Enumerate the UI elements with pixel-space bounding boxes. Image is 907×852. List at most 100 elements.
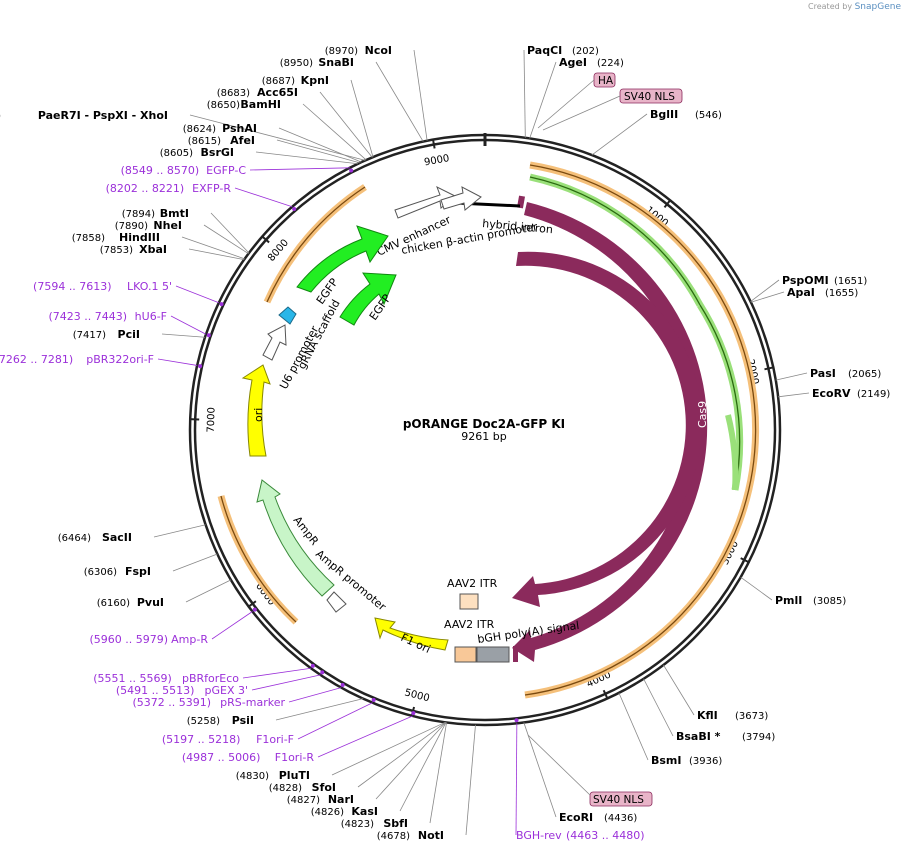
snapgene-credit: Created by SnapGene bbox=[808, 2, 901, 12]
enzyme-site: (7417) PciI bbox=[73, 328, 205, 341]
bgh-end-marker bbox=[513, 646, 518, 662]
tick-mark bbox=[740, 557, 751, 564]
svg-text:SnaBI: SnaBI bbox=[318, 56, 354, 69]
enzyme-site: (4823)SbfI bbox=[341, 722, 447, 830]
primer-site: (8549 .. 8570)EGFP-C bbox=[121, 164, 354, 177]
svg-text:(8549 .. 8570): (8549 .. 8570) bbox=[121, 164, 200, 177]
svg-text:(6306): (6306) bbox=[84, 567, 117, 578]
primer-site: (8202 .. 8221)EXFP-R bbox=[106, 182, 297, 212]
enzyme-site: PasI(2065) bbox=[775, 367, 881, 381]
svg-text:(7890): (7890) bbox=[115, 221, 148, 232]
svg-text:PmlI: PmlI bbox=[775, 594, 802, 607]
primer-site: BGH-rev(4463 .. 4480) bbox=[514, 718, 645, 842]
svg-text:(7594 .. 7613): (7594 .. 7613) bbox=[33, 280, 112, 293]
svg-text:(4987 .. 5006): (4987 .. 5006) bbox=[182, 751, 261, 764]
egfp-arrow-1 bbox=[296, 225, 389, 293]
primer-site: (7594 .. 7613)LKO.1 5' bbox=[33, 280, 224, 307]
svg-text:(7262 .. 7281): (7262 .. 7281) bbox=[0, 353, 73, 366]
svg-text:PsiI: PsiI bbox=[232, 714, 254, 727]
enzyme-site: PaqCI(202) bbox=[523, 44, 599, 138]
cas9-outer-label: Cas9 bbox=[696, 401, 709, 428]
enzyme-site: BsaBI *(3794) bbox=[643, 678, 775, 743]
ori-label: ori bbox=[252, 408, 265, 422]
ori-arrow bbox=[241, 364, 271, 457]
svg-text:(7858): (7858) bbox=[72, 233, 105, 244]
svg-text:(7417): (7417) bbox=[73, 330, 106, 341]
enzyme-site: AgeI(224) bbox=[529, 56, 624, 139]
enzyme-site: (7890) NheI bbox=[115, 219, 249, 255]
tick-label: 7000 bbox=[206, 407, 218, 433]
green-band-right-2-core bbox=[699, 304, 741, 491]
svg-text:(4678): (4678) bbox=[377, 831, 410, 842]
tick-mark bbox=[260, 235, 270, 244]
enzyme-site: (8683) Acc65I bbox=[217, 86, 373, 158]
enzyme-site: (8605) BsrGI bbox=[160, 146, 359, 165]
u6-promoter-arrow bbox=[262, 324, 287, 361]
svg-text:(1655): (1655) bbox=[825, 288, 858, 299]
orange-band-left-bottom-core bbox=[220, 495, 297, 623]
svg-text:(4823): (4823) bbox=[341, 819, 374, 830]
svg-text:(5960 .. 5979): (5960 .. 5979) bbox=[89, 633, 168, 646]
svg-text:F1ori-R: F1ori-R bbox=[275, 751, 315, 764]
tick-mark bbox=[247, 600, 257, 608]
svg-text:Acc65I: Acc65I bbox=[257, 86, 298, 99]
svg-text:KasI: KasI bbox=[351, 805, 378, 818]
svg-text:(4463 .. 4480): (4463 .. 4480) bbox=[566, 829, 645, 842]
svg-text:(8605): (8605) bbox=[160, 148, 193, 159]
enzyme-site: ApaI (1655) bbox=[750, 286, 858, 303]
svg-text:(8615): (8615) bbox=[188, 136, 221, 147]
enzyme-site: (5258)PsiI bbox=[187, 698, 364, 727]
svg-text:(6160): (6160) bbox=[97, 598, 130, 609]
ampr-arrow bbox=[256, 479, 335, 597]
aav2-itr-box-2 bbox=[454, 646, 477, 663]
f1-ori-label: F1 ori bbox=[399, 631, 433, 656]
enzyme-site: (4678) NotI bbox=[377, 724, 476, 842]
grna-label: gRNA scaffold bbox=[295, 298, 343, 372]
primer-site: (5960 .. 5979)Amp-R bbox=[89, 607, 257, 646]
enzyme-site: (8624)PshAI bbox=[183, 122, 362, 163]
itr-label-1: AAV2 ITR bbox=[447, 577, 498, 590]
svg-text:pBRforEco: pBRforEco bbox=[182, 672, 239, 685]
enzyme-site: PspOMI (1651) bbox=[750, 274, 867, 302]
enzyme-site: (6306)FspI bbox=[84, 553, 218, 578]
enzyme-site: BsmI(3936) bbox=[618, 692, 722, 767]
svg-text:EcoRI: EcoRI bbox=[559, 811, 593, 824]
svg-text:PasI: PasI bbox=[810, 367, 836, 380]
svg-text:hU6-F: hU6-F bbox=[135, 310, 167, 323]
svg-text:BsrGI: BsrGI bbox=[201, 146, 234, 159]
svg-text:(8687): (8687) bbox=[262, 76, 295, 87]
svg-text:(5491 .. 5513): (5491 .. 5513) bbox=[116, 684, 195, 697]
primer-site: (7262 .. 7281) pBR322ori-F bbox=[0, 353, 203, 369]
svg-text:(1651): (1651) bbox=[834, 276, 867, 287]
svg-text:(7894): (7894) bbox=[122, 209, 155, 220]
tick-mark bbox=[431, 138, 436, 149]
svg-text:BamHI: BamHI bbox=[240, 98, 281, 111]
enzyme-site: (6160) PvuI bbox=[97, 579, 232, 609]
svg-text:NheI: NheI bbox=[153, 219, 182, 232]
svg-text:SfoI: SfoI bbox=[312, 781, 336, 794]
svg-text:NotI: NotI bbox=[418, 829, 444, 842]
svg-text:(8624): (8624) bbox=[183, 124, 216, 135]
svg-text:(8683): (8683) bbox=[217, 88, 250, 99]
primer-site: (5551 .. 5569)pBRforEco bbox=[93, 663, 315, 685]
itr-label-2: AAV2 ITR bbox=[444, 618, 495, 631]
tag-sv40-top-leader bbox=[542, 95, 621, 131]
svg-text:PciI: PciI bbox=[118, 328, 140, 341]
svg-text:pBR322ori-F: pBR322ori-F bbox=[86, 353, 154, 366]
enzyme-site: (7853)XbaI bbox=[100, 243, 245, 261]
cba-promoter-arrow bbox=[440, 186, 482, 211]
tag-ha-label: HA bbox=[598, 75, 614, 87]
enzyme-site: EcoRI(4436) bbox=[523, 722, 637, 824]
primer-site: (7423 .. 7443)hU6-F bbox=[48, 310, 211, 338]
svg-text:PspOMI: PspOMI bbox=[782, 274, 829, 287]
cas9-inner-label: Cas9 bbox=[649, 416, 662, 443]
primer-site: (5197 .. 5218)F1ori-F bbox=[162, 697, 376, 746]
svg-text:PvuI: PvuI bbox=[137, 596, 164, 609]
svg-text:(4828): (4828) bbox=[269, 783, 302, 794]
svg-text:ApaI: ApaI bbox=[787, 286, 815, 299]
primer-site: (5372 .. 5391)pRS-marker bbox=[132, 682, 345, 709]
svg-text:(4827): (4827) bbox=[287, 795, 320, 806]
svg-text:AfeI: AfeI bbox=[230, 134, 255, 147]
bgh-polya-box bbox=[476, 646, 510, 663]
